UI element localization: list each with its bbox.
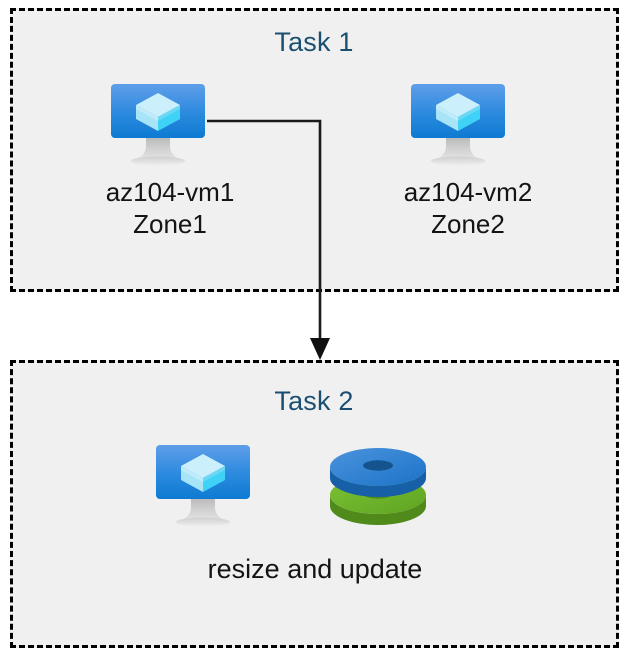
vm1-virtual-machine-icon[interactable] [108,82,208,168]
task-2-box [10,360,619,648]
vm1-label: az104-vm1 Zone1 [105,177,235,240]
vm2-virtual-machine-icon[interactable] [408,82,508,168]
managed-disks-icon[interactable] [325,440,440,530]
task-1-title: Task 1 [274,27,354,57]
resize-and-update-label: resize and update [207,554,423,584]
vm2-label: az104-vm2 Zone2 [403,177,533,240]
task-2-title: Task 2 [274,386,354,416]
task2-virtual-machine-icon[interactable] [153,443,253,529]
